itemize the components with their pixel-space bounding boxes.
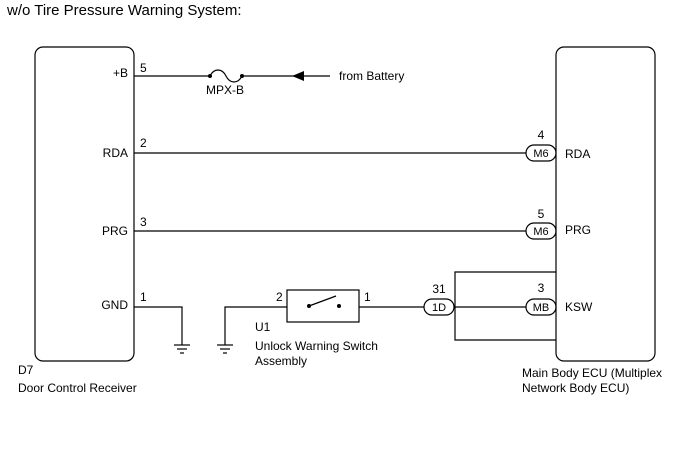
left-pin-number-1: 1 [140,290,147,304]
right-pin-number-3: 3 [538,281,545,295]
arrow-left-icon [292,71,304,81]
right-component-name-line2: Network Body ECU) [522,381,629,395]
connector-housing-bracket [454,271,556,341]
switch-pin-left: 2 [276,290,283,304]
connector-1d-label: 1D [432,302,446,314]
left-component-name: Door Control Receiver [18,381,137,395]
diagram-title: w/o Tire Pressure Warning System: [6,2,242,19]
connector-m6-rda [525,144,557,162]
switch-code: U1 [255,320,271,334]
unlock-warning-switch-box [286,289,360,323]
ground-icon-switch [217,344,233,354]
switch-pin-right: 1 [364,290,371,304]
left-pin-label-rda: RDA [103,146,128,160]
connector-m6-rda-label: M6 [533,148,548,160]
connector-mb-label: MB [533,302,550,314]
ground-icon-left [174,344,190,354]
main-body-ecu-box [555,46,656,362]
right-pin-label-prg: PRG [565,223,591,237]
connector-mb [525,298,557,316]
left-pin-number-2: 2 [140,136,147,150]
left-pin-number-3: 3 [140,215,147,229]
connector-m6-prg [525,222,557,240]
right-pin-label-rda: RDA [565,147,590,161]
left-pin-number-5: 5 [140,61,147,75]
fuse-label: MPX-B [206,83,244,97]
wire-switch-ground [224,306,287,345]
junction-pin-31: 31 [432,282,446,296]
battery-label: from Battery [339,69,404,83]
left-pin-label-gnd: GND [101,298,128,312]
door-control-receiver-box [34,46,135,362]
left-pin-label-prg: PRG [102,224,128,238]
right-pin-number-5: 5 [538,207,545,221]
wire-gnd [134,306,183,345]
switch-name-line2: Assembly [255,354,307,368]
right-pin-label-ksw: KSW [565,300,593,314]
left-pin-label-b: +B [113,66,128,80]
right-pin-number-4: 4 [538,128,545,142]
switch-icon [307,295,341,308]
right-component-name-line1: Main Body ECU (Multiplex [522,366,662,380]
switch-name-line1: Unlock Warning Switch [255,339,378,353]
left-component-code: D7 [18,363,34,377]
connector-m6-prg-label: M6 [533,226,548,238]
fuse-terminal-left [208,74,212,78]
fuse-icon [209,69,243,83]
